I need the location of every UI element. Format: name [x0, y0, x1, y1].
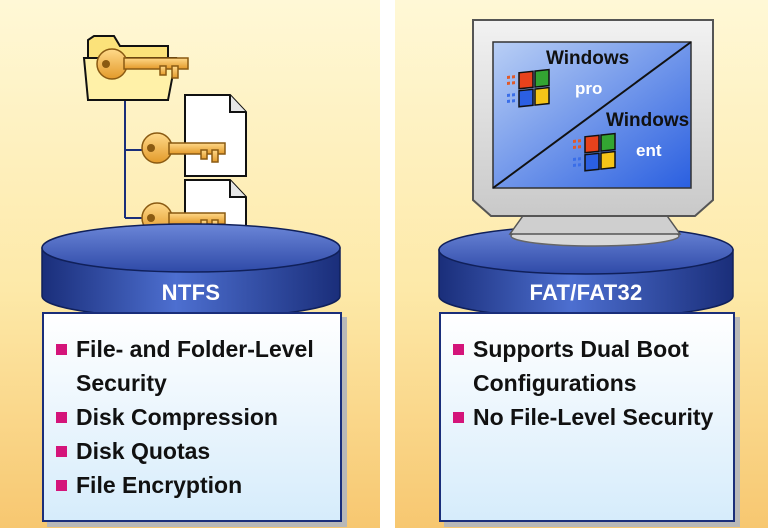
- fat-illustration: [438, 19, 734, 319]
- monitor-icon: [472, 19, 714, 247]
- ntfs-cylinder: [41, 223, 341, 319]
- list-item: No File-Level Security: [453, 400, 733, 434]
- windows-logo-icon: [573, 132, 616, 172]
- folder-key-icon: [96, 48, 189, 80]
- fat-feature-box: Supports Dual Boot Configurations No Fil…: [439, 312, 735, 522]
- ntfs-feature-list: File- and Folder-Level Security Disk Com…: [44, 314, 340, 502]
- monitor-os-title-bottom: Windows: [606, 110, 690, 131]
- fat-feature-list: Supports Dual Boot Configurations No Fil…: [441, 314, 733, 434]
- document-icon: [184, 94, 247, 177]
- file-key-icon: [141, 132, 226, 164]
- bullet-icon: [56, 446, 67, 457]
- monitor-os-title-top: Windows: [546, 48, 630, 69]
- bullet-icon: [56, 412, 67, 423]
- bullet-icon: [453, 344, 464, 355]
- monitor-os-sub-bottom: ent: [636, 141, 662, 160]
- windows-logo-icon: [507, 68, 550, 108]
- fat-label-area: FAT/FAT32: [439, 278, 733, 312]
- ntfs-label: NTFS: [161, 280, 221, 305]
- bullet-icon: [56, 344, 67, 355]
- list-item: File Encryption: [56, 468, 340, 502]
- bullet-icon: [56, 480, 67, 491]
- list-item: Disk Compression: [56, 400, 340, 434]
- monitor-os-sub-top: pro: [575, 79, 603, 98]
- list-item: File- and Folder-Level Security: [56, 332, 340, 400]
- ntfs-illustration: [41, 35, 341, 319]
- bullet-icon: [453, 412, 464, 423]
- panel-divider: [380, 0, 395, 528]
- list-item: Disk Quotas: [56, 434, 340, 468]
- keyhole-icon: [102, 60, 110, 68]
- keyhole-icon: [147, 214, 155, 222]
- tree-connector-icon: [124, 95, 142, 219]
- ntfs-label-area: NTFS: [42, 278, 340, 312]
- keyhole-icon: [147, 144, 155, 152]
- ntfs-feature-box: File- and Folder-Level Security Disk Com…: [42, 312, 342, 522]
- fat-label: FAT/FAT32: [529, 280, 643, 305]
- list-item: Supports Dual Boot Configurations: [453, 332, 733, 400]
